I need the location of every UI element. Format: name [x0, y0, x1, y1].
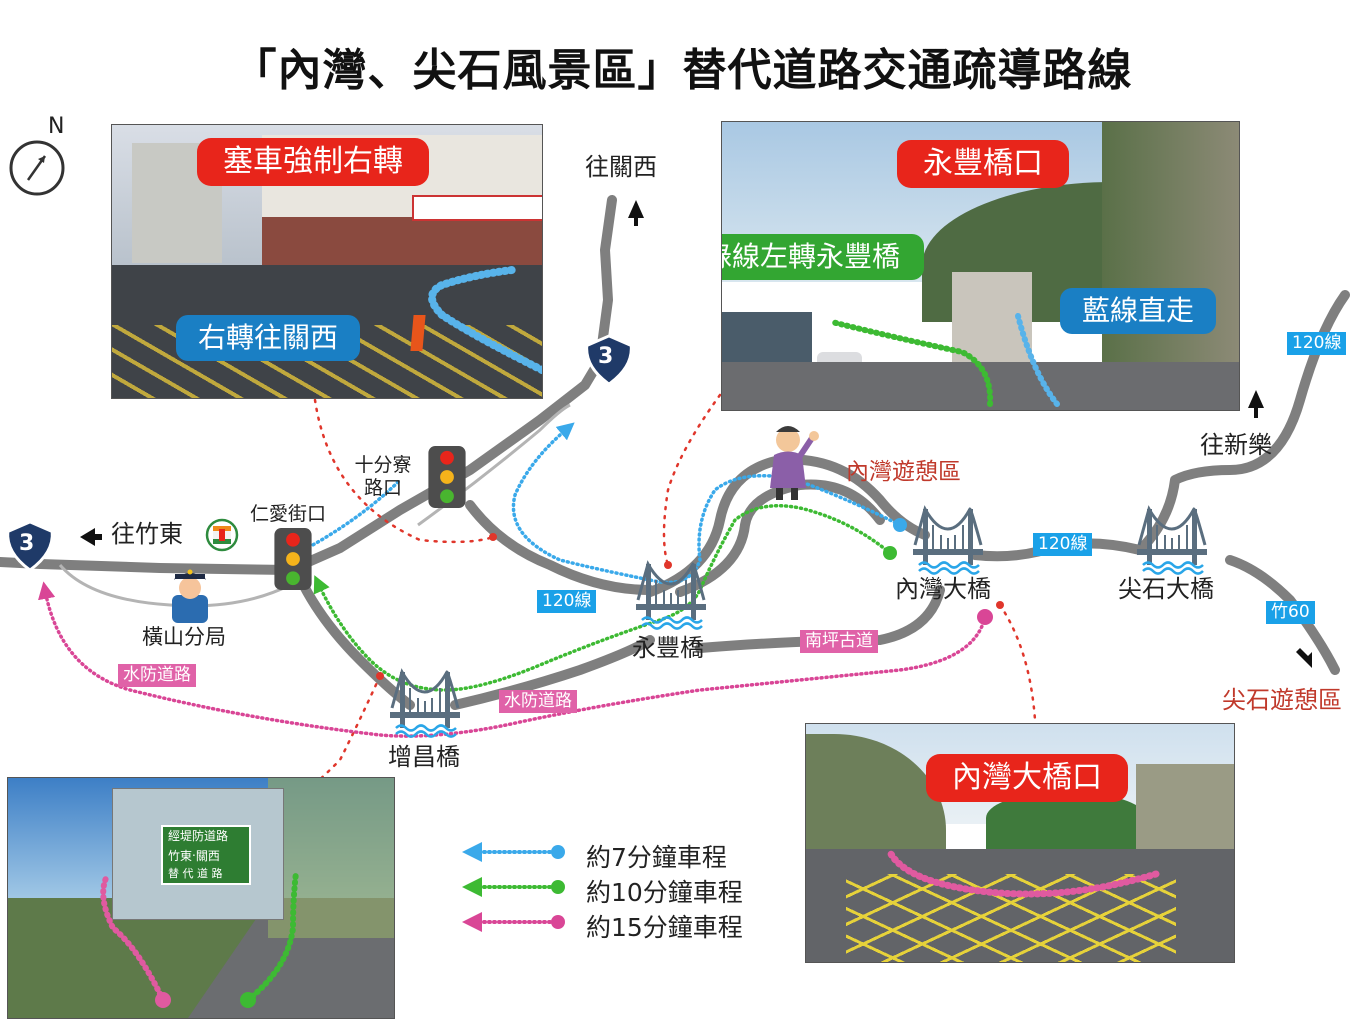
photo-caption-neiwan-entrance: 內灣大橋口 [926, 754, 1128, 802]
neiwan-bridge-icon [913, 507, 983, 575]
legend-7min: 約7分鐘車程 [586, 843, 727, 872]
tag-levee-road-east: 水防道路 [499, 690, 577, 713]
photo-caption-right-to-guanxi: 右轉往關西 [176, 315, 361, 361]
zengchang-bridge-icon [390, 670, 460, 738]
photo-levee-road-sign: 經堤防道路 竹東‧關西 替 代 道 路 [7, 777, 395, 1019]
label-jianshi-recreation: 尖石遊憩區 [1222, 686, 1342, 714]
sign-line-1: 經堤防道路 [168, 829, 229, 843]
route-pink [38, 581, 987, 738]
route-3-shield-number-top: 3 [598, 344, 614, 369]
label-shifenliao-junction: 十分寮路口 [354, 454, 412, 499]
label-to-guanxi: 往關西 [585, 153, 657, 181]
route-3-shield-number: 3 [19, 531, 35, 556]
label-neiwan-bridge: 內灣大橋 [895, 575, 991, 603]
tag-route-120-north: 120線 [1287, 332, 1347, 355]
tag-nanping-trail: 南坪古道 [800, 630, 878, 653]
direction-arrows [80, 200, 1312, 668]
sign-line-3: 替 代 道 路 [168, 867, 223, 880]
yongfeng-bridge-icon [636, 562, 706, 630]
legend-15min: 約15分鐘車程 [586, 913, 743, 942]
police-officer-icon [172, 569, 208, 623]
label-to-xinle: 往新樂 [1200, 431, 1272, 459]
label-to-zhudong: 往竹東 [111, 520, 183, 548]
tourist-figure-icon [770, 426, 819, 500]
store-icon [205, 518, 239, 552]
photo-pointers [288, 393, 1037, 807]
traffic-light-icon-shifenliao [428, 446, 466, 508]
legend-10min: 約10分鐘車程 [586, 878, 743, 907]
compass-icon [9, 140, 65, 196]
tag-route-120-yongfeng: 120線 [537, 590, 597, 613]
photo-caption-forced-right: 塞車強制右轉 [197, 138, 429, 186]
tag-route-zhu60: 竹60 [1266, 601, 1315, 624]
photo-caption-blue-straight: 藍線直走 [1060, 288, 1217, 334]
label-yongfeng-bridge: 永豐橋 [632, 634, 704, 662]
route-blue-extra [298, 478, 402, 554]
label-renai-street: 仁愛街口 [250, 503, 327, 525]
label-neiwan-recreation: 內灣遊憩區 [846, 459, 961, 485]
label-zengchang-bridge: 增昌橋 [388, 743, 460, 771]
tag-route-120-neiwan: 120線 [1033, 533, 1093, 556]
jianshi-bridge-icon [1137, 507, 1207, 575]
traffic-light-icon-renai [274, 528, 312, 590]
compass-label: N [48, 114, 65, 139]
label-hengshan-police: 橫山分局 [142, 625, 226, 649]
photo-yongfeng-bridge-entrance: 永豐橋口 綠線左轉永豐橋 藍線直走 [721, 121, 1240, 411]
photo-right-turn: 塞車強制右轉 右轉往關西 [111, 124, 543, 399]
photo-caption-green-left-turn: 綠線左轉永豐橋 [722, 234, 925, 280]
photo-neiwan-bridge-entrance: 內灣大橋口 [805, 723, 1235, 963]
tag-levee-road-west: 水防道路 [118, 664, 196, 687]
label-jianshi-bridge: 尖石大橋 [1118, 575, 1214, 603]
photo-caption-yongfeng-entrance: 永豐橋口 [897, 140, 1069, 188]
page-title: 「內灣、尖石風景區」替代道路交通疏導路線 [232, 45, 1133, 96]
sign-line-2: 竹東‧關西 [168, 849, 220, 863]
